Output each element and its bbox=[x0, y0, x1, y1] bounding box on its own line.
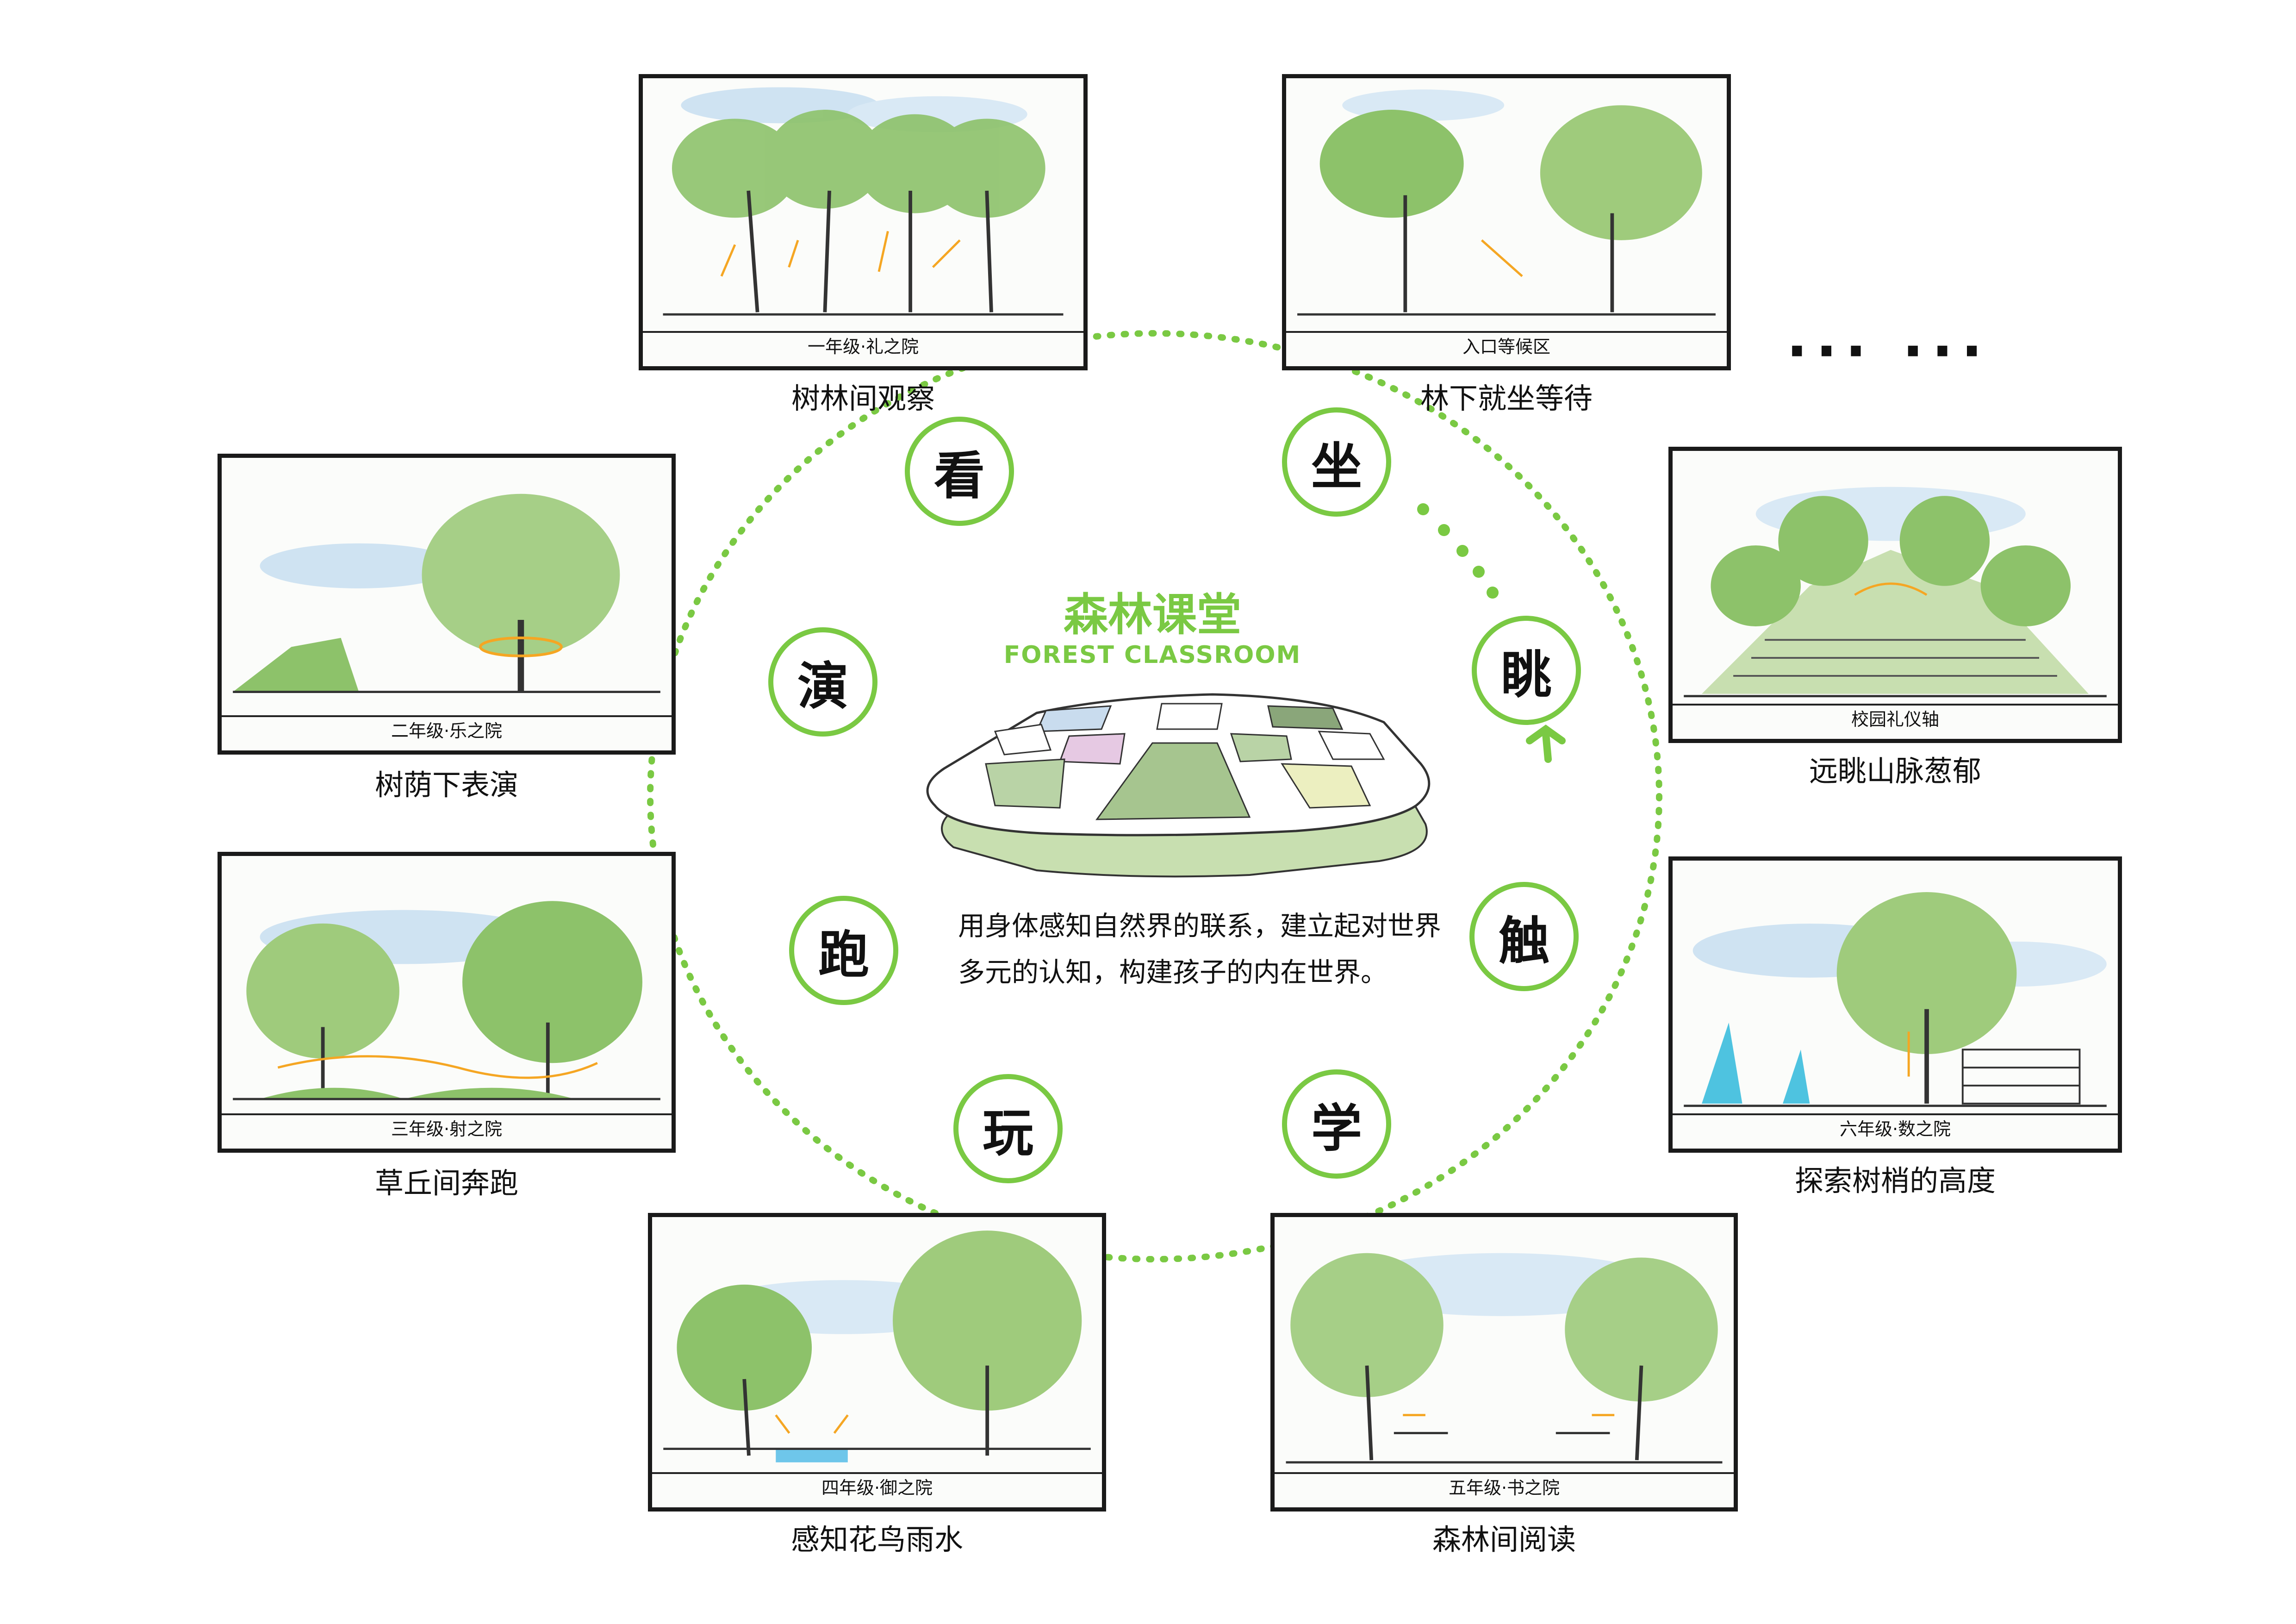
scene-sit-waiting bbox=[1297, 89, 1716, 316]
center-description: 用身体感知自然界的联系，建立起对世界多元的认知，构建孩子的内在世界。 bbox=[958, 910, 1442, 988]
caption-grade1: 树林间观察 bbox=[791, 381, 935, 415]
caption-grade5: 森林间阅读 bbox=[1432, 1523, 1576, 1556]
panel-label: 四年级·御之院 bbox=[821, 1478, 933, 1498]
node-play: 玩 bbox=[953, 1074, 1063, 1183]
node-run: 跑 bbox=[789, 896, 898, 1005]
caption-grade4: 感知花鸟雨水 bbox=[790, 1523, 963, 1556]
scene-flowers-birds-rain bbox=[663, 1230, 1091, 1462]
caption-grade2: 树荫下表演 bbox=[374, 768, 518, 802]
node-gaze: 眺 bbox=[1472, 616, 1581, 725]
caption-grade3: 草丘间奔跑 bbox=[374, 1166, 518, 1200]
node-sit: 坐 bbox=[1282, 407, 1391, 517]
node-touch: 触 bbox=[1469, 882, 1579, 991]
caption-grade6: 探索树梢的高度 bbox=[1794, 1164, 1996, 1198]
panel-ceremonial-axis: 校园礼仪轴 bbox=[1668, 447, 2122, 743]
node-look: 看 bbox=[905, 417, 1014, 526]
scene-running-hills bbox=[233, 901, 660, 1100]
panel-grade3: 三年级·射之院 bbox=[218, 852, 676, 1153]
panel-grade2: 二年级·乐之院 bbox=[218, 454, 676, 755]
node-learn: 学 bbox=[1282, 1069, 1391, 1179]
scene-explore-treetops bbox=[1684, 892, 2107, 1107]
scene-shade-performance bbox=[233, 493, 660, 693]
campus-plan-platform bbox=[926, 693, 1431, 878]
panel-label: 三年级·射之院 bbox=[391, 1119, 503, 1139]
node-perform: 演 bbox=[768, 627, 877, 737]
panel-grade1: 一年级·礼之院 bbox=[639, 74, 1088, 370]
panel-label: 六年级·数之院 bbox=[1839, 1119, 1951, 1139]
panel-label: 校园礼仪轴 bbox=[1851, 709, 1939, 730]
panel-label: 二年级·乐之院 bbox=[391, 721, 503, 741]
scene-forest-observation bbox=[663, 87, 1064, 316]
caption-ceremonial-axis: 远眺山脉葱郁 bbox=[1809, 754, 1981, 788]
panel-grade4: 四年级·御之院 bbox=[648, 1213, 1106, 1512]
scene-gaze-mountains bbox=[1684, 487, 2107, 698]
panel-label: 一年级·礼之院 bbox=[807, 337, 919, 357]
more-ellipsis: ··· ··· bbox=[1786, 319, 1991, 384]
panel-grade5: 五年级·书之院 bbox=[1270, 1213, 1738, 1512]
panel-label: 五年级·书之院 bbox=[1448, 1478, 1560, 1498]
panel-grade6: 六年级·数之院 bbox=[1668, 856, 2122, 1153]
center-title: 森林课堂 bbox=[1064, 589, 1241, 641]
scene-forest-reading bbox=[1286, 1253, 1723, 1464]
caption-entrance: 林下就坐等待 bbox=[1420, 381, 1593, 415]
panel-label: 入口等候区 bbox=[1462, 337, 1550, 357]
ring-dotted-path bbox=[647, 330, 1662, 1262]
center-subtitle: FOREST CLASSROOM bbox=[1003, 641, 1301, 669]
panel-entrance: 入口等候区 bbox=[1282, 74, 1731, 370]
ring-arrow-head bbox=[1526, 725, 1566, 744]
